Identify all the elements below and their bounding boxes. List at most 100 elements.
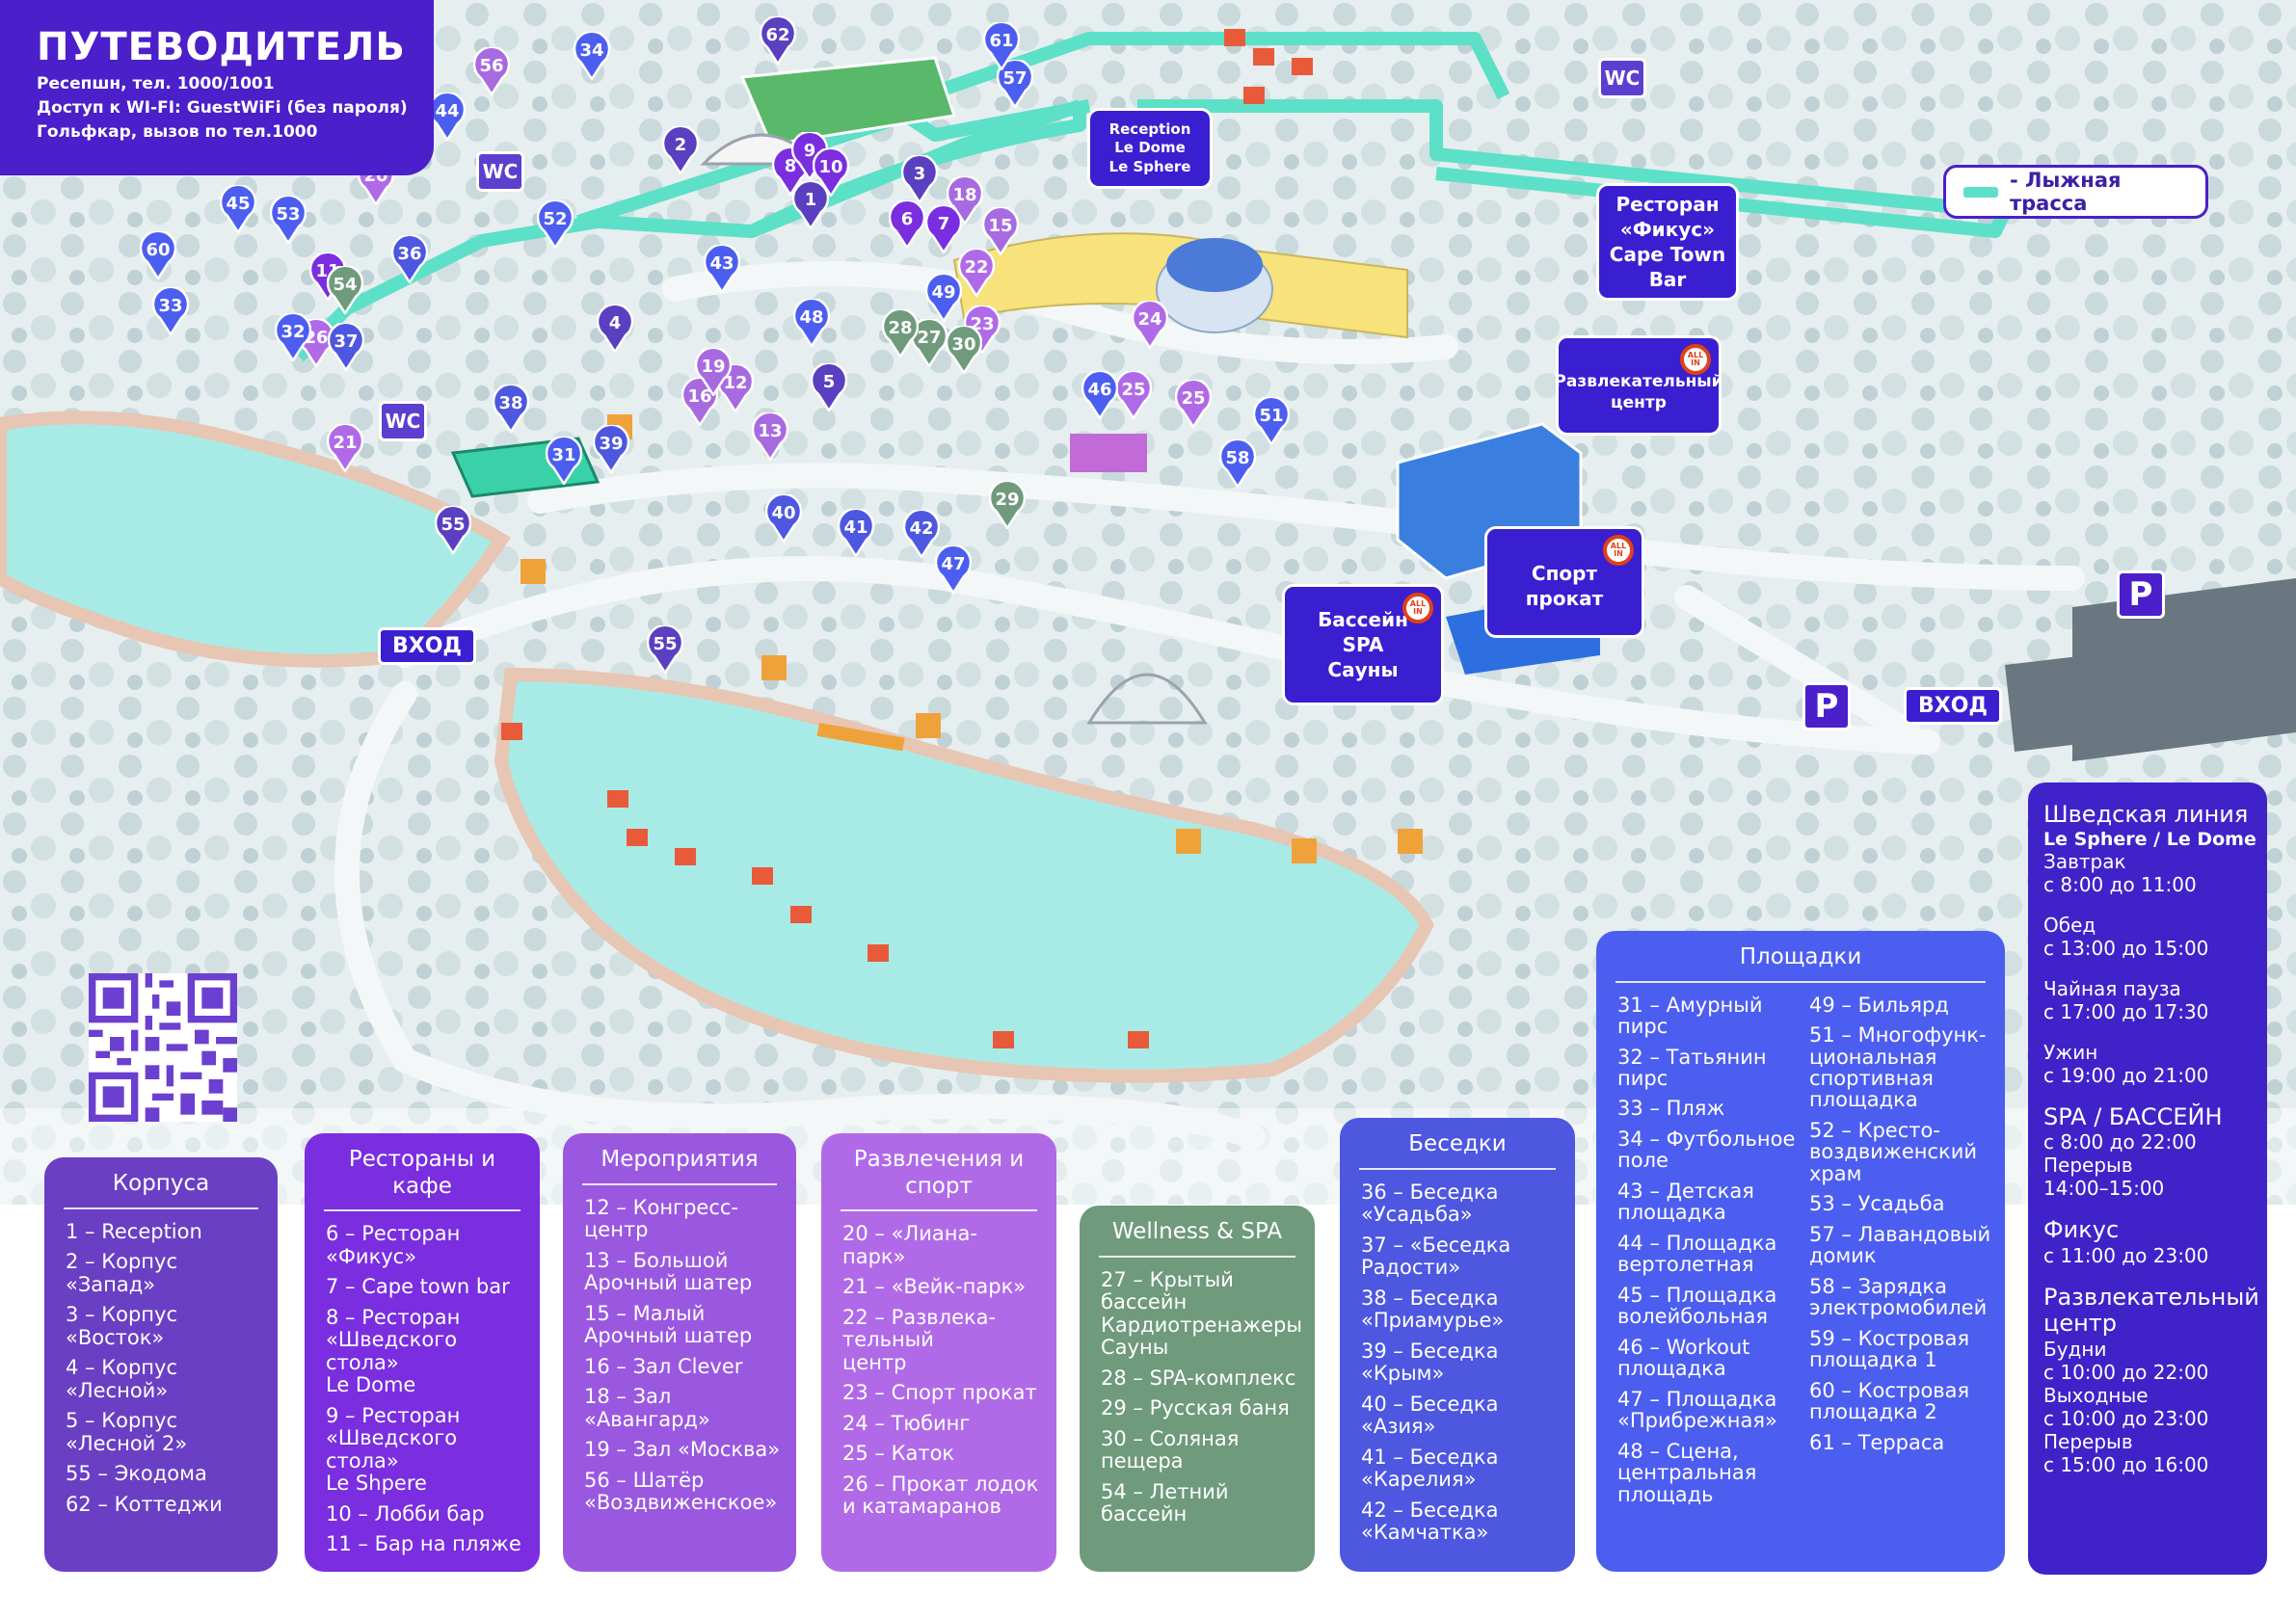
- pier: [816, 723, 905, 752]
- map-pin-31[interactable]: 31: [546, 437, 582, 485]
- list-item: 25 – Каток: [842, 1442, 955, 1466]
- map-pin-number: 56: [479, 55, 504, 76]
- map-pin-icon: [662, 126, 699, 174]
- panel-title: Wellness & SPA: [1099, 1219, 1295, 1258]
- callout-pool[interactable]: ALL IN Бассейн SPA Сауны: [1282, 584, 1444, 705]
- map-pin-6[interactable]: 6: [889, 200, 925, 249]
- map-pin-2[interactable]: 2: [662, 126, 699, 174]
- map-pin-4[interactable]: 4: [597, 305, 633, 353]
- map-pin-number: 41: [843, 517, 868, 538]
- map-pin-53[interactable]: 53: [270, 196, 307, 244]
- map-pin-25[interactable]: 25: [1175, 380, 1212, 428]
- wc-marker[interactable]: WC: [476, 151, 524, 192]
- map-pin-43[interactable]: 43: [704, 245, 740, 293]
- map-pin-icon: [473, 47, 510, 95]
- map-pin-48[interactable]: 48: [793, 299, 830, 347]
- map-pin-22[interactable]: 22: [958, 249, 995, 297]
- list-item: 18 – Зал «Авангард»: [584, 1385, 710, 1431]
- map-pin-46[interactable]: 46: [1081, 371, 1118, 419]
- list-item: 8 – Ресторан «Шведского стола» Le Dome: [326, 1305, 461, 1397]
- map-pin-10[interactable]: 10: [813, 148, 849, 197]
- map-pin-24[interactable]: 24: [1132, 301, 1168, 349]
- map-pin-3[interactable]: 3: [901, 155, 938, 203]
- map-pin-54[interactable]: 54: [327, 266, 363, 314]
- schedule-sub: Le Sphere / Le Dome: [2043, 828, 2256, 850]
- map-pin-51[interactable]: 51: [1253, 397, 1290, 445]
- map-pin-61[interactable]: 61: [983, 22, 1020, 70]
- map-pin-58[interactable]: 58: [1219, 439, 1256, 488]
- parking-marker[interactable]: P: [2117, 570, 2165, 619]
- map-pin-29[interactable]: 29: [989, 481, 1026, 529]
- map-pin-36[interactable]: 36: [391, 235, 428, 283]
- map-pin-34[interactable]: 34: [574, 32, 610, 80]
- map-pin-56[interactable]: 56: [473, 47, 510, 95]
- map-pin-30[interactable]: 30: [946, 326, 982, 374]
- entrance-marker[interactable]: ВХОД: [1904, 687, 2003, 725]
- map-pin-icon: [925, 205, 962, 253]
- panel-gazebos: Беседки 36 – Беседка «Усадьба»37 – «Бесе…: [1340, 1118, 1575, 1572]
- map-pin-40[interactable]: 40: [765, 494, 802, 543]
- weekend-time: с 10:00 до 23:00: [2043, 1406, 2209, 1430]
- map-pin-13[interactable]: 13: [752, 412, 788, 461]
- map-pin-1[interactable]: 1: [792, 181, 829, 229]
- map-pin-icon: [1081, 371, 1118, 419]
- map-pin-28[interactable]: 28: [882, 309, 919, 358]
- map-pin-41[interactable]: 41: [838, 509, 874, 557]
- map-pin-57[interactable]: 57: [997, 60, 1033, 108]
- map-pin-47[interactable]: 47: [935, 545, 972, 594]
- qr-code[interactable]: [89, 973, 237, 1122]
- map-pin-19[interactable]: 19: [695, 348, 732, 396]
- map-pin-49[interactable]: 49: [925, 274, 962, 322]
- map-pin-number: 33: [158, 295, 183, 316]
- panel-title: Рестораны и кафе: [324, 1147, 521, 1212]
- map-pin-45[interactable]: 45: [220, 185, 256, 233]
- map-pin-55[interactable]: 55: [647, 625, 683, 674]
- map-pin-55[interactable]: 55: [435, 506, 471, 554]
- list-item: 9 – Ресторан «Шведского стола» Le Shpere: [326, 1403, 461, 1496]
- map-pin-38[interactable]: 38: [493, 385, 529, 433]
- map-pin-32[interactable]: 32: [275, 313, 311, 361]
- map-pin-number: 60: [146, 239, 171, 260]
- map-pin-33[interactable]: 33: [152, 287, 189, 335]
- map-pin-60[interactable]: 60: [140, 231, 176, 279]
- map-pin-number: 58: [1225, 447, 1250, 468]
- spa-break-time: 14:00–15:00: [2043, 1177, 2165, 1201]
- map-pin-25[interactable]: 25: [1115, 371, 1152, 419]
- wc-marker[interactable]: WC: [1598, 58, 1646, 98]
- parking-marker[interactable]: P: [1802, 682, 1851, 730]
- map-pin-number: 54: [333, 274, 358, 295]
- map-pin-52[interactable]: 52: [537, 200, 574, 249]
- map-pin-5[interactable]: 5: [811, 363, 847, 411]
- map-pin-21[interactable]: 21: [327, 424, 363, 472]
- list-item: 15 – Малый Арочный шатер: [584, 1301, 753, 1348]
- callout-entertainment[interactable]: ALL IN Развлекательный центр: [1554, 335, 1723, 436]
- map-pin-42[interactable]: 42: [903, 510, 940, 558]
- callout-reception[interactable]: Reception Le Dome Le Sphere: [1087, 108, 1213, 189]
- entrance-marker[interactable]: ВХОД: [378, 627, 477, 665]
- map-pin-number: 2: [674, 134, 687, 155]
- playground: [1070, 434, 1147, 472]
- map-pin-15[interactable]: 15: [982, 207, 1019, 255]
- ent-break-time: с 15:00 до 16:00: [2043, 1452, 2209, 1476]
- list-item: 58 – Зарядка электромобилей: [1809, 1274, 1988, 1320]
- map-pin-7[interactable]: 7: [925, 205, 962, 253]
- map-pin-icon: [1175, 380, 1212, 428]
- cottages: [501, 29, 1313, 1048]
- list-item: 3 – Корпус «Восток»: [66, 1303, 178, 1349]
- callout-sport[interactable]: ALL IN Спорт прокат: [1484, 526, 1644, 638]
- callout-fikus[interactable]: Ресторан «Фикус» Cape Town Bar: [1596, 183, 1739, 301]
- map-pin-18[interactable]: 18: [947, 176, 983, 225]
- map-pin-icon: [925, 274, 962, 322]
- map-pin-44[interactable]: 44: [429, 93, 466, 141]
- map-pin-39[interactable]: 39: [593, 425, 629, 473]
- map-pin-62[interactable]: 62: [760, 16, 796, 65]
- map-pin-number: 24: [1137, 308, 1162, 330]
- map-pin-number: 22: [964, 256, 989, 278]
- wc-marker[interactable]: WC: [379, 401, 427, 441]
- map-pin-37[interactable]: 37: [328, 323, 364, 371]
- map-pin-icon: [152, 287, 189, 335]
- map-pin-icon: [903, 510, 940, 558]
- map-pin-number: 31: [551, 444, 576, 465]
